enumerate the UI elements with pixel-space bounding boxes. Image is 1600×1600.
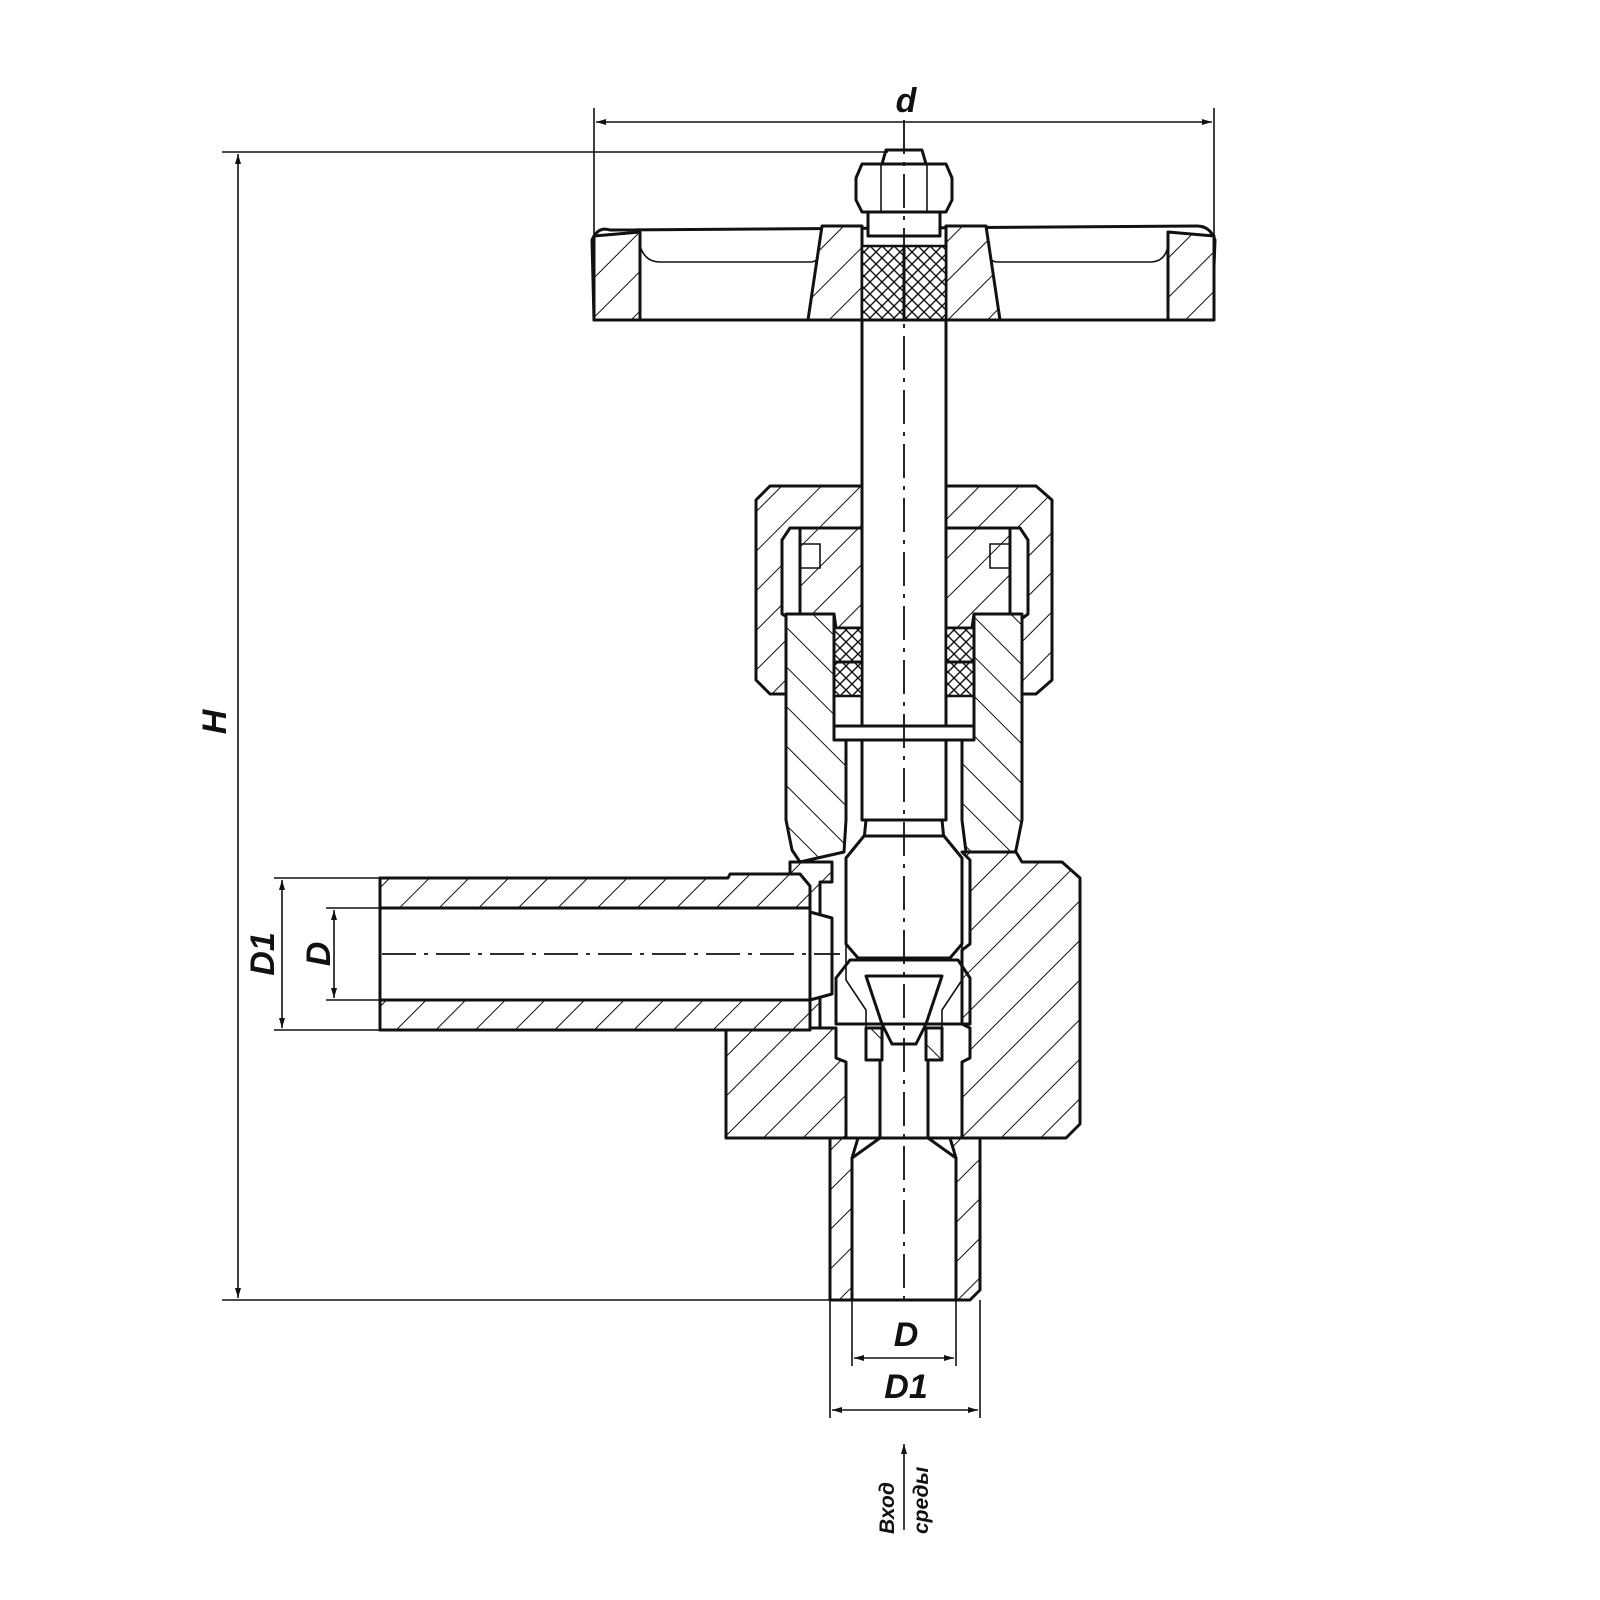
dimension-inlet-d: D bbox=[851, 1300, 957, 1366]
handwheel-rim-right bbox=[1166, 230, 1216, 322]
dimension-outlet-d-label: D bbox=[300, 942, 338, 967]
flow-label-line1: Вход bbox=[876, 1482, 899, 1534]
seat-insert-right bbox=[924, 1026, 944, 1062]
dimension-inlet-d1: D1 bbox=[829, 1300, 981, 1418]
dimension-h-label: H bbox=[196, 708, 234, 734]
dimension-outlet-d1: D1 bbox=[244, 877, 380, 1031]
dimension-outlet-d: D bbox=[300, 907, 380, 1001]
bonnet bbox=[754, 484, 1054, 864]
dimension-outlet-d1-label: D1 bbox=[244, 932, 282, 975]
dimension-inlet-d-label: D bbox=[894, 1316, 919, 1354]
flow-label-line2: среды bbox=[910, 1467, 933, 1534]
seat-insert-left bbox=[864, 1026, 884, 1062]
body-left bbox=[724, 1026, 848, 1140]
outlet-bottom-wall bbox=[378, 998, 812, 1032]
handwheel-rim-left bbox=[592, 230, 642, 322]
flow-direction: Вход среды bbox=[876, 1444, 933, 1534]
body-right bbox=[960, 850, 1082, 1140]
outlet-top-wall bbox=[378, 872, 812, 910]
handwheel bbox=[590, 224, 1217, 322]
bonnet-body-left bbox=[784, 612, 848, 864]
dimension-inlet-d1-label: D1 bbox=[884, 1368, 927, 1406]
dimension-d-label: d bbox=[896, 82, 918, 120]
dimension-d: d bbox=[593, 82, 1215, 236]
dimension-h: H bbox=[196, 151, 888, 1301]
outlet-branch bbox=[378, 872, 834, 1032]
inlet-branch bbox=[828, 1058, 982, 1302]
